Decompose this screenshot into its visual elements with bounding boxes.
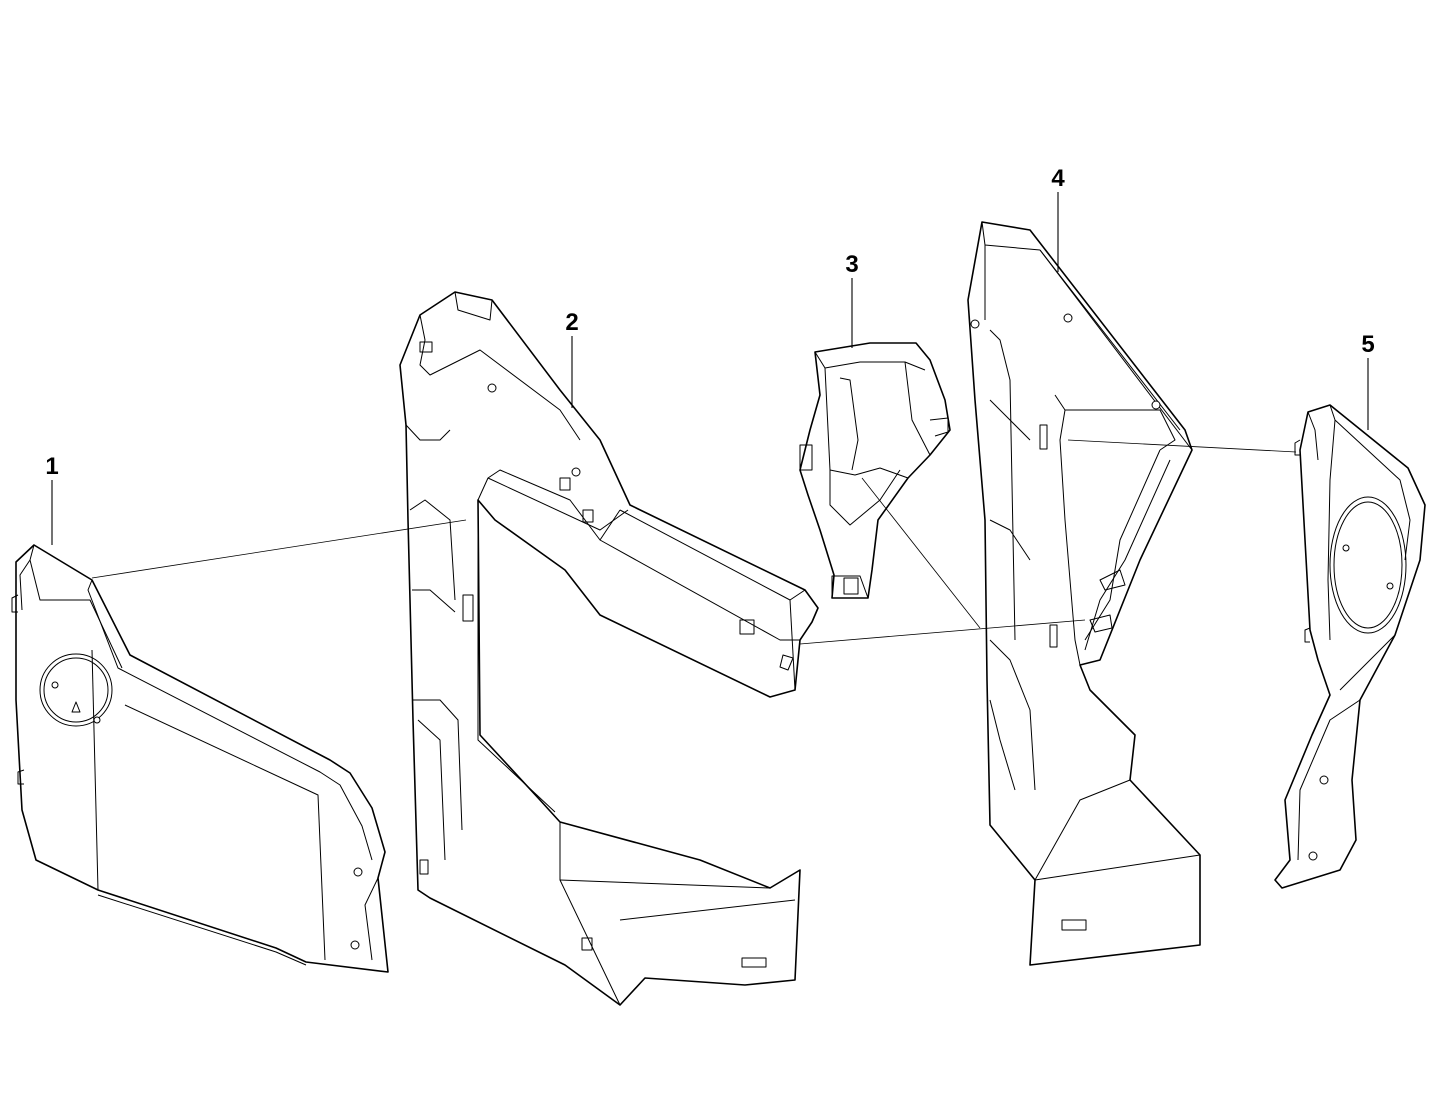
part-5-right-panel [1274, 404, 1426, 889]
assembly-line-1-2 [91, 519, 467, 579]
callout-label-2: 2 [565, 309, 578, 336]
callout-4: 4 [1051, 165, 1065, 272]
part-2-center-frame [399, 291, 819, 1006]
callout-2: 2 [565, 309, 579, 408]
assembly-line-4-5 [1067, 439, 1297, 453]
callout-label-1: 1 [45, 453, 58, 480]
callout-1: 1 [45, 453, 59, 545]
assembly-line-3-4 [861, 477, 981, 629]
assembly-line-2-4 [799, 619, 1086, 645]
callout-label-4: 4 [1051, 165, 1065, 192]
callout-label-5: 5 [1361, 331, 1374, 358]
part-4-right-frame [967, 221, 1201, 966]
part-1-left-panel [11, 544, 389, 973]
callout-5: 5 [1361, 331, 1375, 430]
callout-label-3: 3 [845, 251, 858, 278]
callout-3: 3 [845, 251, 859, 348]
assembly-lines [91, 439, 1297, 645]
part-3-bracket [799, 342, 951, 599]
